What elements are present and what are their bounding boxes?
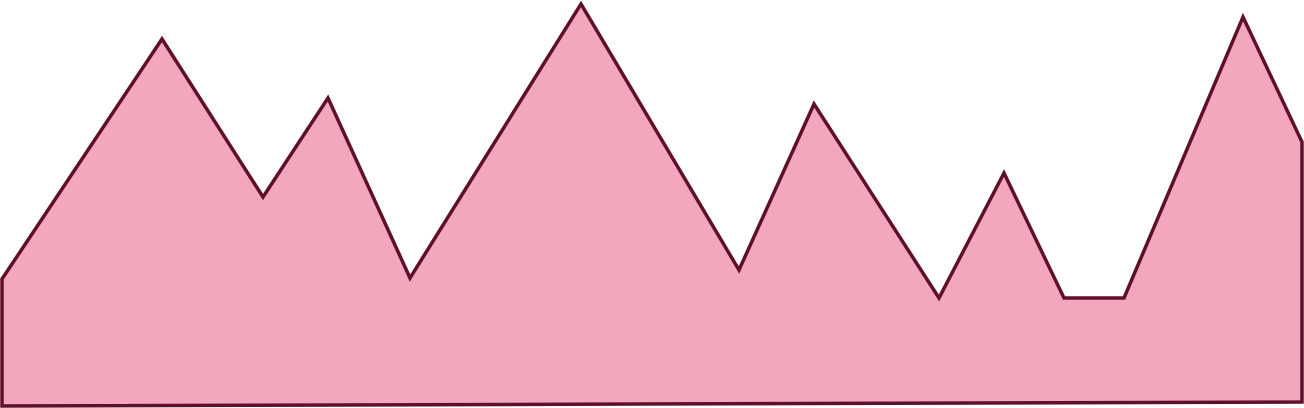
canvas [0,0,1304,408]
mountain-silhouette [0,0,1304,408]
mountain-silhouette-graphic [0,0,1304,408]
